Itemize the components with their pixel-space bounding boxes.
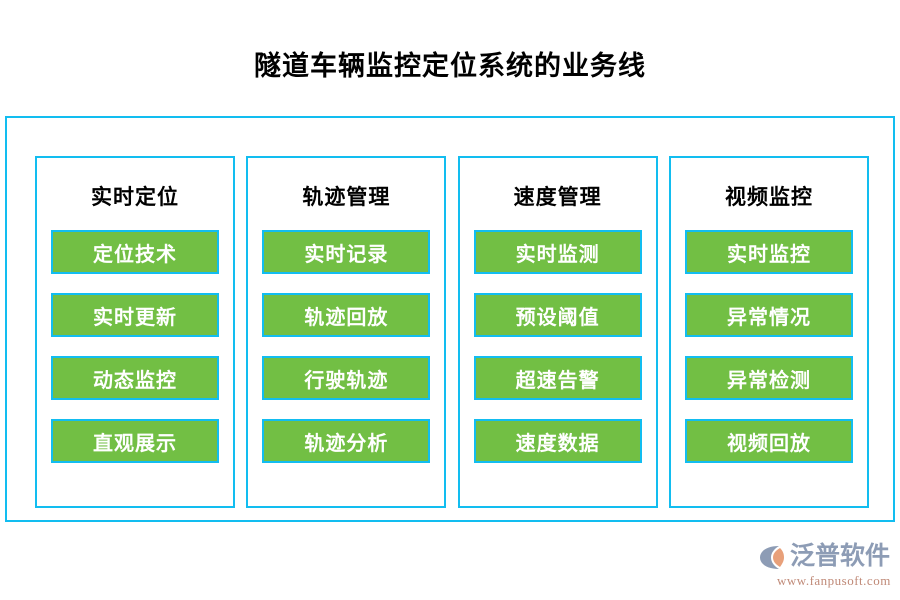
diagram-frame: 实时定位 定位技术 实时更新 动态监控 直观展示 轨迹管理 实时记录 轨迹回放 … [5, 116, 895, 522]
item-list-2: 实时记录 轨迹回放 行驶轨迹 轨迹分析 [248, 230, 444, 463]
page-title: 隧道车辆监控定位系统的业务线 [254, 51, 646, 81]
item-chip[interactable]: 速度数据 [473, 419, 642, 463]
item-chip[interactable]: 实时记录 [262, 230, 431, 274]
brand-url: www.fanpusoft.com [777, 573, 891, 588]
item-list-1: 定位技术 实时更新 动态监控 直观展示 [37, 230, 233, 463]
column-header-4: 视频监控 [724, 185, 813, 209]
item-chip[interactable]: 轨迹回放 [262, 293, 431, 337]
brand-watermark: 泛普软件 www.fanpusoft.com [757, 541, 897, 593]
fanpu-logo-icon [760, 546, 784, 569]
item-chip[interactable]: 实时更新 [51, 293, 219, 337]
item-chip[interactable]: 预设阈值 [473, 293, 642, 337]
item-list-4: 实时监控 异常情况 异常检测 视频回放 [671, 230, 867, 463]
brand-name: 泛普软件 [790, 543, 891, 570]
item-chip[interactable]: 视频回放 [684, 419, 853, 463]
column-header-1: 实时定位 [91, 185, 179, 209]
item-chip[interactable]: 实时监控 [684, 230, 853, 274]
column-header-2: 轨迹管理 [302, 185, 391, 209]
column-card-3: 速度管理 实时监测 预设阈值 超速告警 速度数据 [457, 156, 658, 508]
item-chip[interactable]: 超速告警 [473, 356, 642, 400]
item-chip[interactable]: 直观展示 [51, 419, 219, 463]
column-header-3: 速度管理 [513, 185, 602, 209]
column-card-1: 实时定位 定位技术 实时更新 动态监控 直观展示 [35, 156, 235, 508]
item-chip[interactable]: 实时监测 [473, 230, 642, 274]
item-list-3: 实时监测 预设阈值 超速告警 速度数据 [460, 230, 656, 463]
item-chip[interactable]: 异常情况 [684, 293, 853, 337]
column-card-2: 轨迹管理 实时记录 轨迹回放 行驶轨迹 轨迹分析 [246, 156, 447, 508]
item-chip[interactable]: 行驶轨迹 [262, 356, 431, 400]
item-chip[interactable]: 轨迹分析 [262, 419, 431, 463]
columns-container: 实时定位 定位技术 实时更新 动态监控 直观展示 轨迹管理 实时记录 轨迹回放 … [35, 156, 869, 508]
column-card-4: 视频监控 实时监控 异常情况 异常检测 视频回放 [668, 156, 869, 508]
brand-row: 泛普软件 [757, 541, 890, 573]
item-chip[interactable]: 定位技术 [51, 230, 219, 274]
item-chip[interactable]: 异常检测 [684, 356, 853, 400]
item-chip[interactable]: 动态监控 [51, 356, 219, 400]
